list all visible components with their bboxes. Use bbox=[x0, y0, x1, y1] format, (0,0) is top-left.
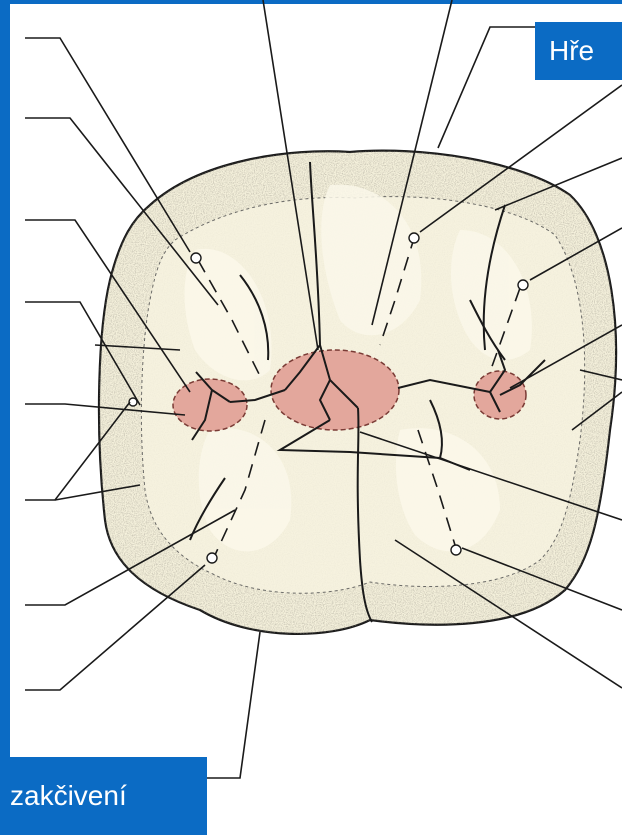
label-top-right: Hře bbox=[535, 22, 622, 80]
cusp-tip-1 bbox=[191, 253, 201, 263]
label-bottom-left: zakčivení bbox=[0, 757, 207, 835]
cusp-tip-4 bbox=[207, 553, 217, 563]
label-top-right-text: Hře bbox=[549, 37, 594, 65]
cusp-tip-2 bbox=[409, 233, 419, 243]
label-bottom-left-text: zakčivení bbox=[10, 782, 127, 810]
cusp-tip-3 bbox=[518, 280, 528, 290]
central-fossa bbox=[271, 350, 399, 430]
cusp-tip-5 bbox=[451, 545, 461, 555]
leader-line-bottom bbox=[207, 632, 260, 778]
